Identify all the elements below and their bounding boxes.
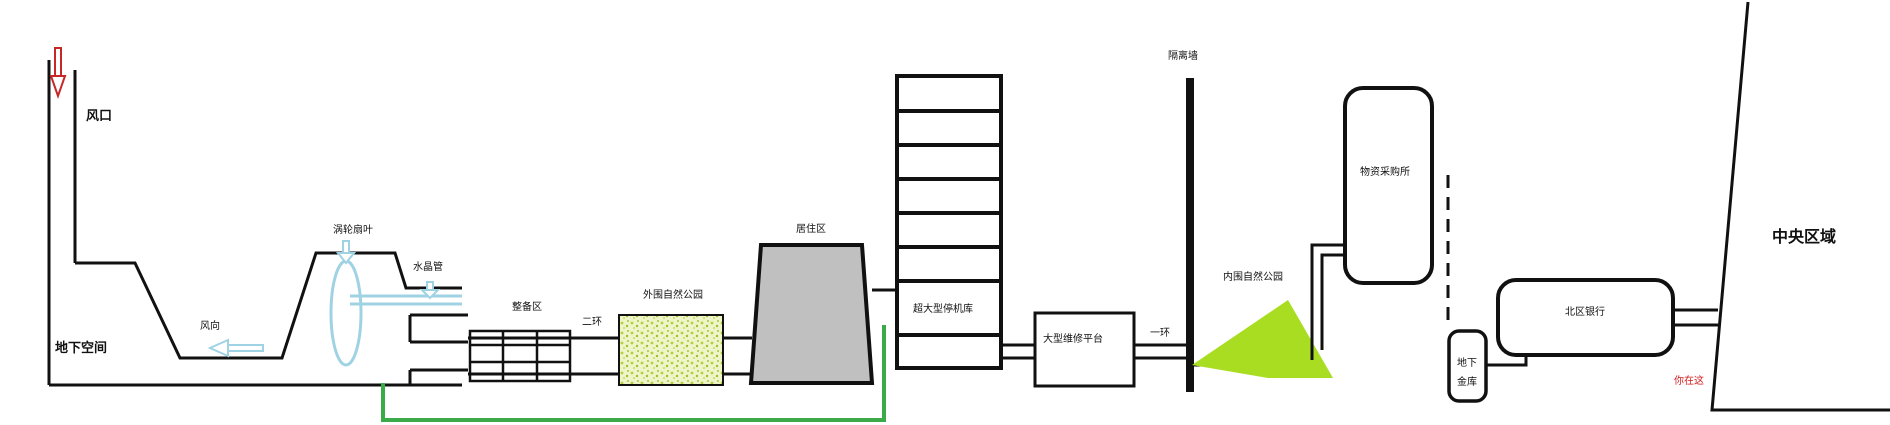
turbine-marker-arrow xyxy=(335,240,357,265)
residential-label: 居住区 xyxy=(796,224,826,235)
underground-space-label: 地下空间 xyxy=(55,341,108,356)
platform-wall-connectors xyxy=(1134,343,1190,360)
bank-central-connectors xyxy=(1673,308,1718,327)
supply-office-label: 物资采购所 xyxy=(1360,167,1410,178)
vent-label: 风口 xyxy=(86,109,113,124)
vault-bank-link xyxy=(1486,355,1528,367)
outer-park-label: 外围自然公园 xyxy=(643,290,703,301)
inner-park-mound xyxy=(1192,300,1333,378)
inner-park-label: 内围自然公园 xyxy=(1223,272,1283,283)
ring-two-label: 二环 xyxy=(582,317,602,328)
vent-arrow xyxy=(49,47,67,100)
green-connector-line xyxy=(381,325,886,422)
turbine-blade-label: 涡轮扇叶 xyxy=(333,225,373,236)
you-are-here-marker: 你在这 xyxy=(1674,376,1704,387)
central-area-label: 中央区域 xyxy=(1772,227,1837,246)
outer-park-box xyxy=(618,314,724,386)
wind-direction-arrow xyxy=(207,338,264,358)
corridor-lines xyxy=(408,313,620,385)
crystal-tube-label: 水晶管 xyxy=(413,262,443,273)
repair-platform-label: 大型维修平台 xyxy=(1043,334,1103,345)
prep-area-grid xyxy=(468,329,572,383)
crystal-tube-marker-arrow xyxy=(419,281,441,300)
crystal-pipes xyxy=(350,294,462,306)
super-hangar-label: 超大型停机库 xyxy=(913,304,973,315)
residential-block xyxy=(748,243,875,385)
cavity-outline xyxy=(75,251,462,360)
prep-area-label: 整备区 xyxy=(512,302,542,313)
vault-label: 地下 金库 xyxy=(1457,358,1477,388)
super-hangar-tower xyxy=(895,74,1003,370)
hangar-side-connectors xyxy=(872,288,1035,360)
supply-office-box xyxy=(1343,86,1434,285)
north-bank-box xyxy=(1496,278,1675,357)
vent-shaft xyxy=(47,60,77,385)
park-residential-connectors xyxy=(723,336,752,376)
isolation-wall-label: 隔离墙 xyxy=(1168,51,1198,62)
central-area-boundary xyxy=(1710,1,1890,412)
wind-direction-label: 风向 xyxy=(200,321,220,332)
repair-platform-box xyxy=(1033,311,1136,388)
ring-one-label: 一环 xyxy=(1150,328,1170,339)
north-bank-label: 北区银行 xyxy=(1565,307,1605,318)
supply-office-connectors xyxy=(1310,175,1450,360)
turbine-blade-ellipse xyxy=(329,259,363,367)
